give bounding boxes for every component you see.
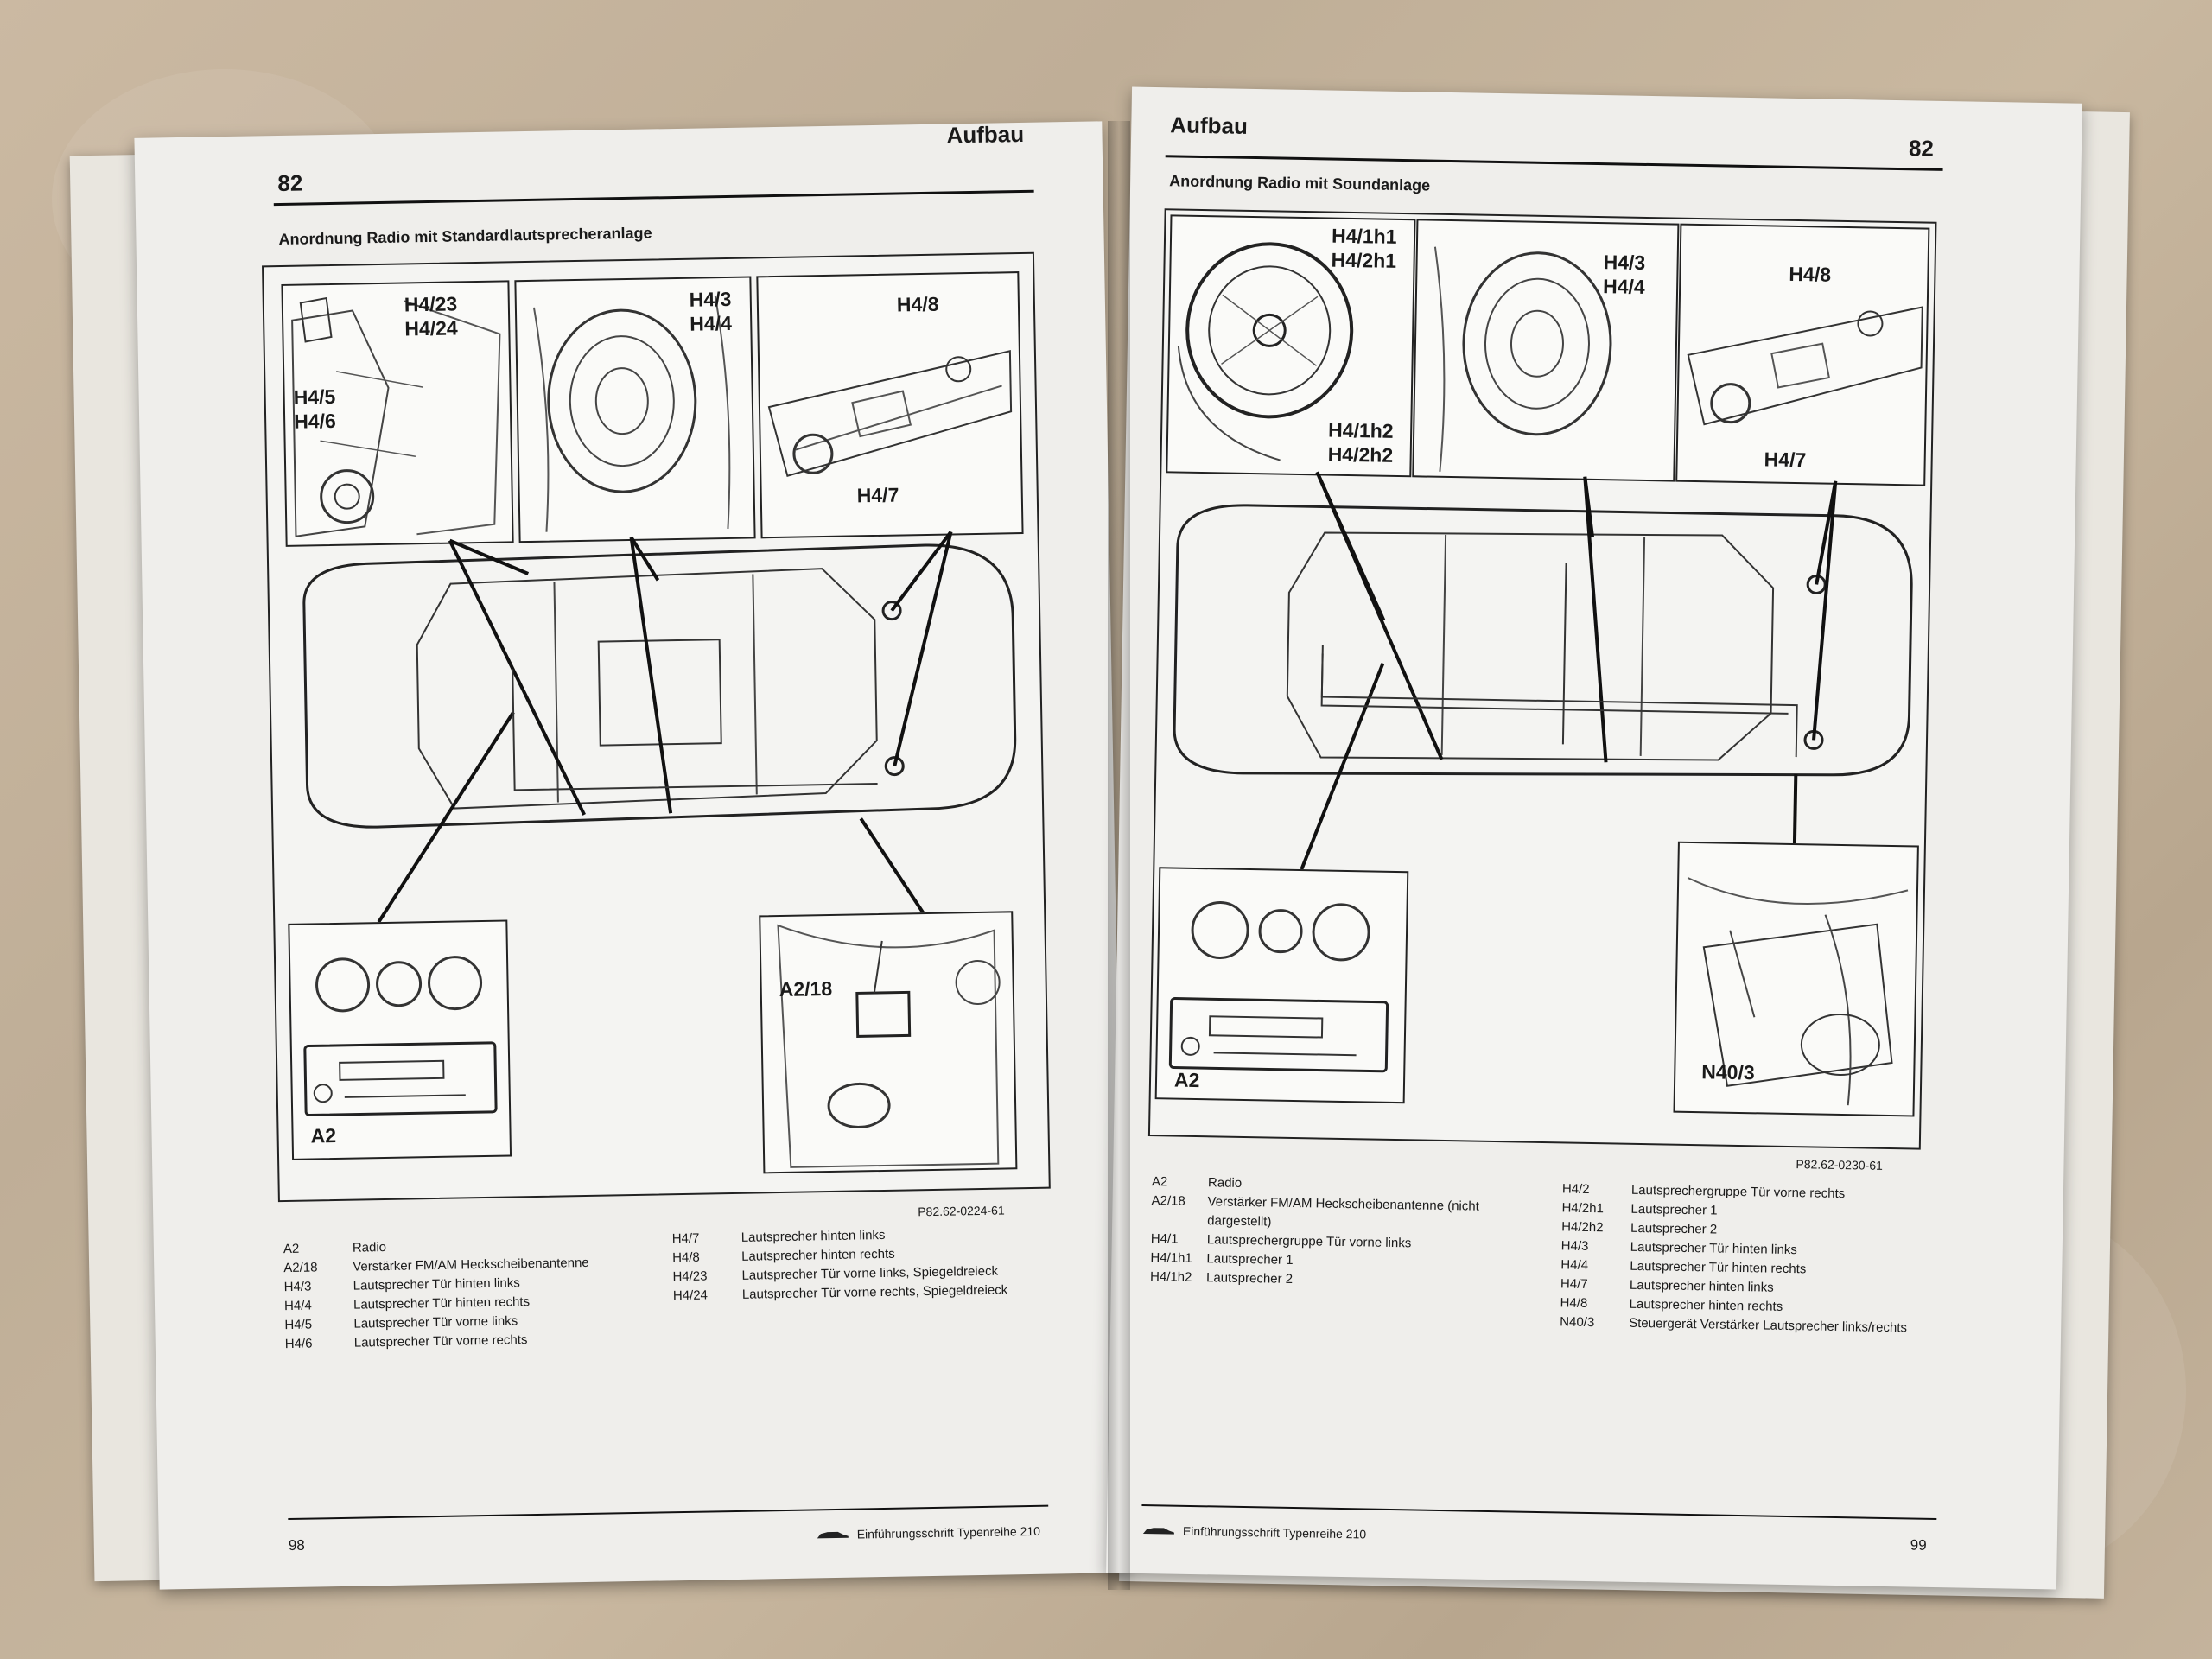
callout-label: A2/18: [779, 976, 833, 1001]
left-page: 82 Aufbau Anordnung Radio mit Standardla…: [134, 120, 1128, 1590]
callout-label: N40/3: [1701, 1060, 1755, 1084]
page-number-top: 82: [1908, 135, 1935, 162]
callout-label: A2: [310, 1124, 337, 1147]
footer-title: Einführungsschrift Typenreihe 210: [1141, 1523, 1366, 1541]
car-icon: [1142, 1528, 1174, 1535]
figure-reference: P82.62-0224-61: [918, 1203, 1005, 1219]
footer-title: Einführungsschrift Typenreihe 210: [816, 1524, 1040, 1542]
panel-radio: A2: [288, 919, 512, 1160]
footer-rule: [288, 1504, 1049, 1521]
book-gutter: [1108, 121, 1130, 1590]
figure-frame: H4/1h1 H4/2h1 H4/1h2 H4/2h2 H4/3 H4/4 H4…: [1147, 208, 1937, 1150]
figure-title: Anordnung Radio mit Standardlautsprecher…: [278, 224, 652, 249]
legend-row: dargestellt): [1207, 1213, 1272, 1230]
right-page: Aufbau 82 Anordnung Radio mit Soundanlag…: [1106, 86, 2082, 1590]
section-title: Aufbau: [946, 120, 1025, 149]
callout-label: A2: [1173, 1068, 1200, 1092]
page-number: 98: [288, 1536, 305, 1554]
car-top-view: [1173, 471, 1913, 870]
panel-amplifier: A2/18: [759, 911, 1018, 1174]
figure-title: Anordnung Radio mit Soundanlage: [1169, 172, 1431, 194]
header-rule: [273, 189, 1034, 207]
car-top-view: [302, 531, 1017, 924]
header-rule: [1165, 155, 1943, 171]
figure-reference: P82.62-0230-61: [1796, 1157, 1883, 1173]
page-number-top: 82: [277, 169, 303, 197]
page-number: 99: [1910, 1536, 1927, 1554]
panel-rear-door: H4/3 H4/4: [1412, 219, 1680, 482]
panel-rear-shelf: H4/8 H4/7: [756, 271, 1024, 539]
figure-frame: H4/23 H4/24 H4/5 H4/6 H4/3 H4/4 H4/8 H: [262, 251, 1051, 1203]
panel-rear-door: H4/3 H4/4: [514, 276, 756, 543]
panel-front-door: H4/23 H4/24 H4/5 H4/6: [281, 280, 514, 547]
panel-amplifier: N40/3: [1673, 841, 1919, 1117]
footer-rule: [1141, 1503, 1937, 1521]
panel-front-door: H4/1h1 H4/2h1 H4/1h2 H4/2h2: [1166, 214, 1416, 478]
panel-radio: A2: [1154, 867, 1409, 1104]
car-icon: [817, 1531, 849, 1539]
section-title: Aufbau: [1170, 111, 1249, 139]
panel-rear-shelf: H4/8 H4/7: [1675, 223, 1930, 486]
